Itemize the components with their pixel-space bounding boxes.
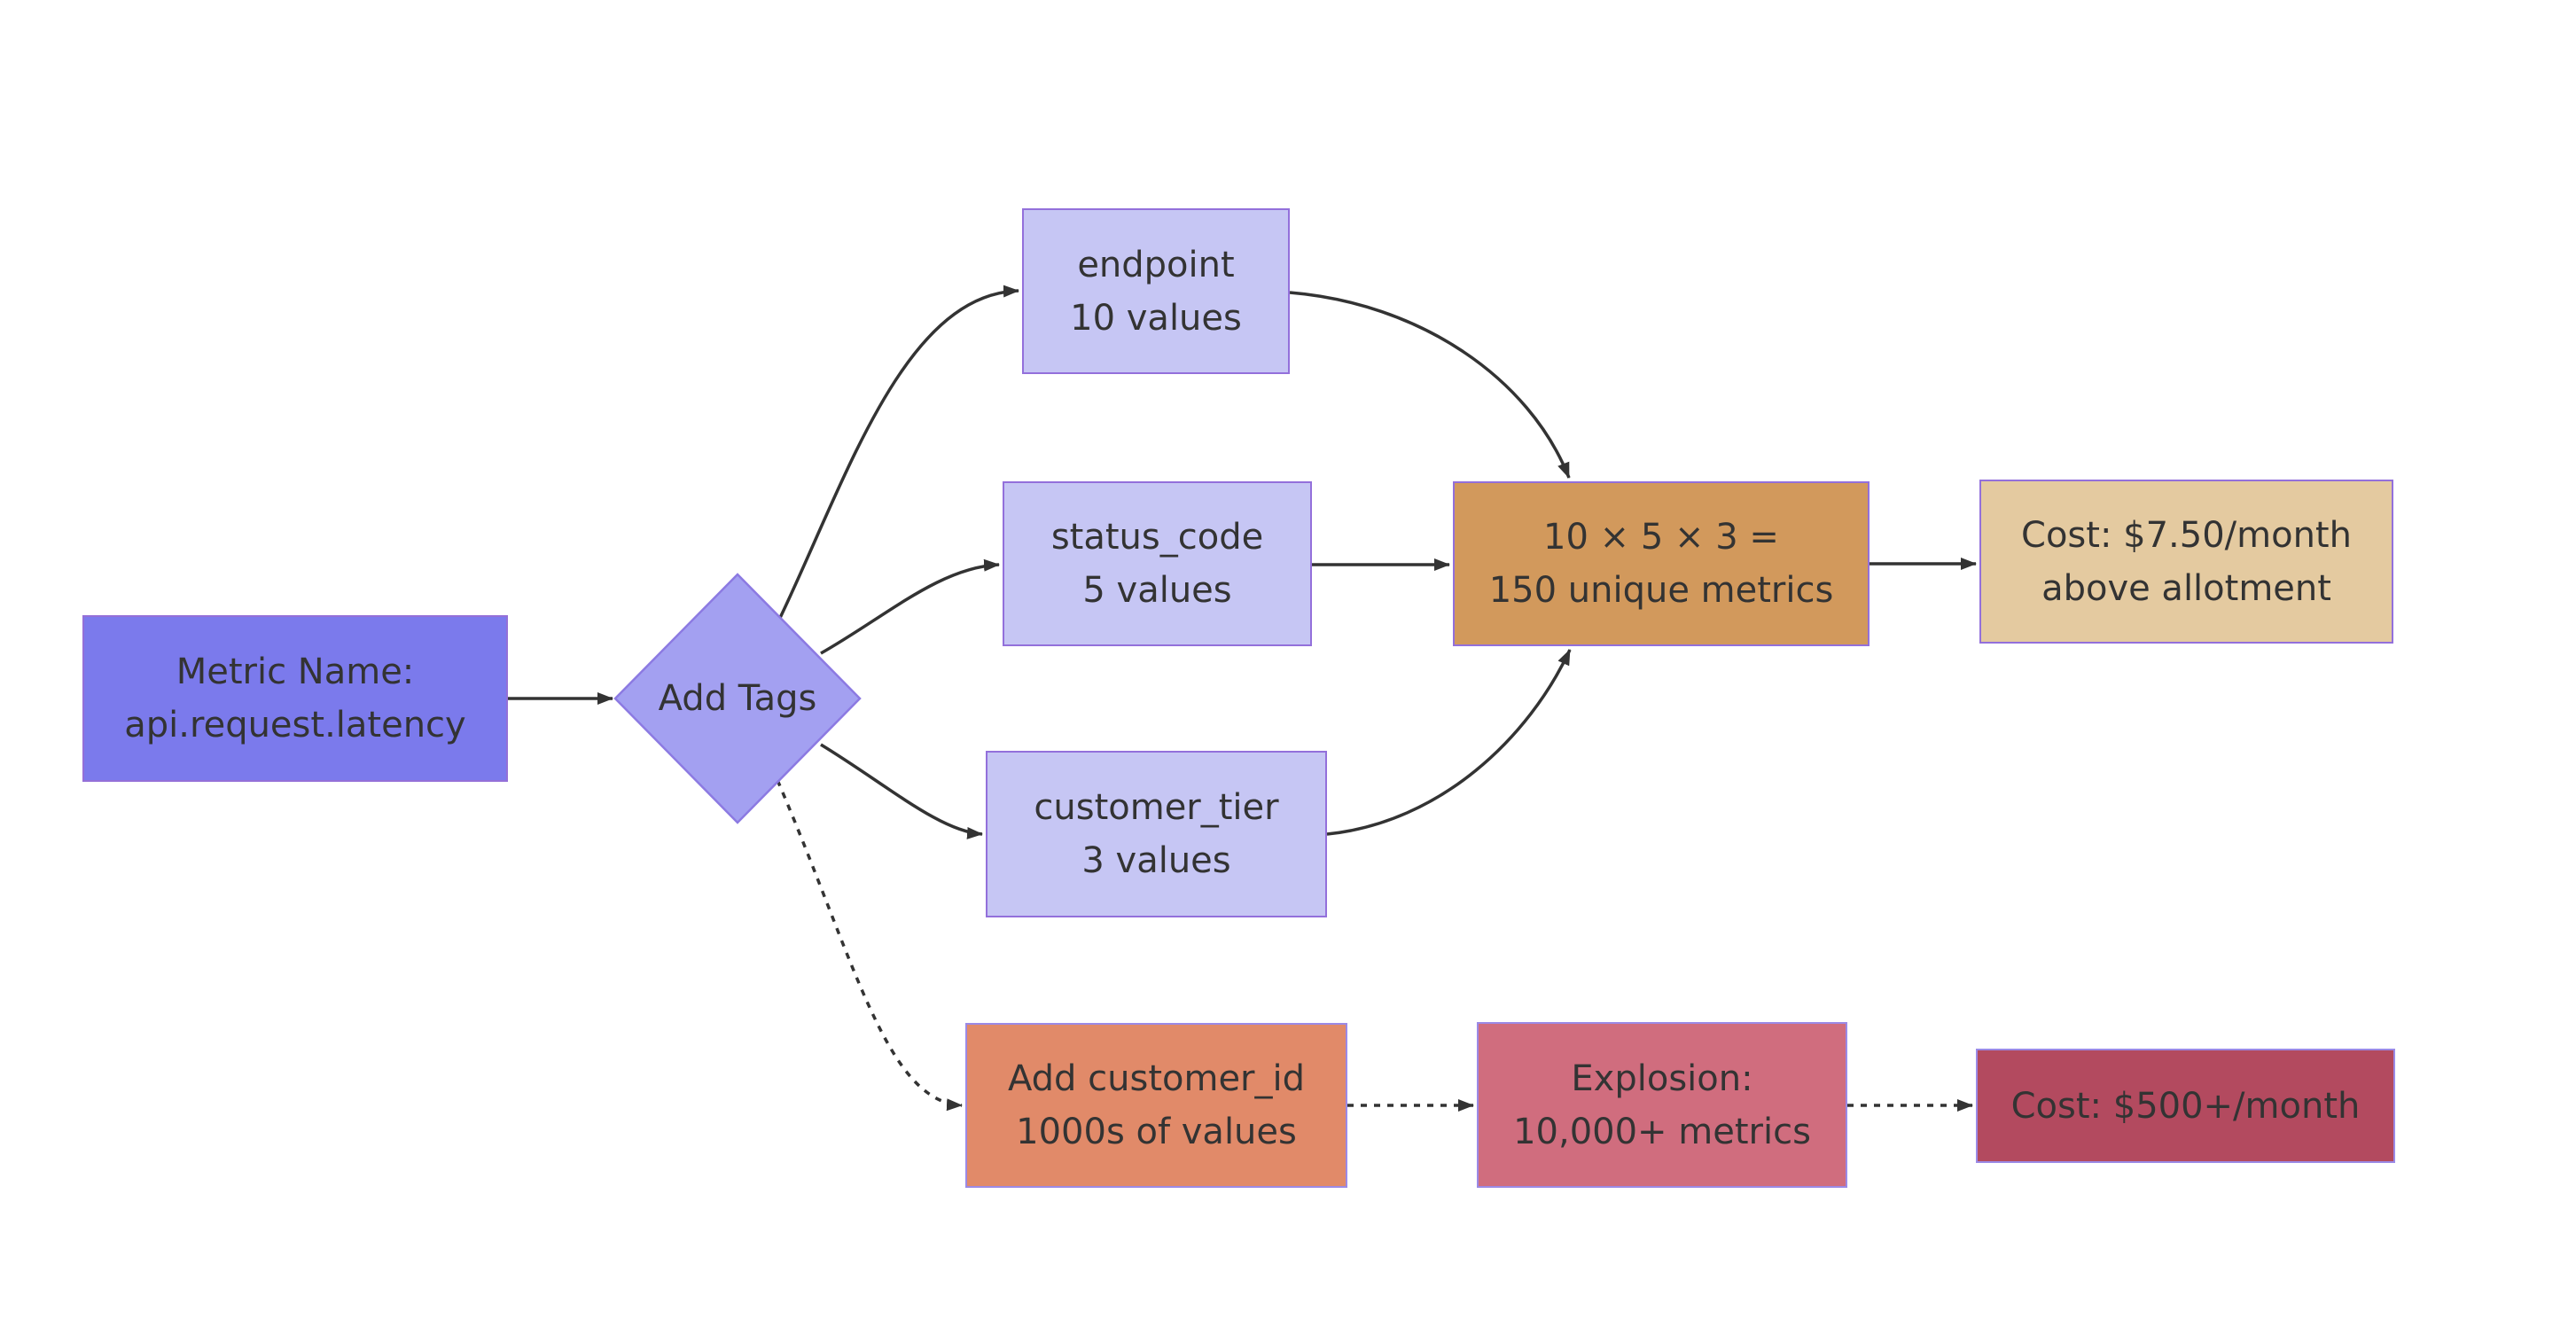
edges-group xyxy=(508,285,1977,1112)
node-cost-bad: Cost: $500+/month xyxy=(1976,1049,2395,1163)
node-multiply-line1: 10 × 5 × 3 = xyxy=(1543,517,1779,558)
node-cost-ok-line2: above allotment xyxy=(2041,567,2331,609)
node-add-customer-id-line1: Add customer_id xyxy=(1007,1058,1306,1099)
node-add-tags-label: Add Tags xyxy=(658,678,817,719)
node-status-code-line2: 5 values xyxy=(1082,570,1232,611)
node-explosion-line1: Explosion: xyxy=(1571,1058,1753,1099)
node-endpoint-line1: endpoint xyxy=(1077,244,1235,285)
node-metric-line2: api.request.latency xyxy=(124,705,466,745)
node-status-code-line1: status_code xyxy=(1050,517,1264,558)
node-cost-bad-line1: Cost: $500+/month xyxy=(2010,1085,2361,1127)
node-explosion-line2: 10,000+ metrics xyxy=(1513,1111,1811,1152)
node-explosion: Explosion: 10,000+ metrics xyxy=(1477,1022,1847,1188)
node-endpoint: endpoint 10 values xyxy=(1022,208,1290,374)
node-multiply-line2: 150 unique metrics xyxy=(1488,570,1834,611)
node-cost-ok: Cost: $7.50/month above allotment xyxy=(1979,480,2393,644)
edge-endpoint-to-multiply xyxy=(1289,291,1571,479)
edge-addtags-to-endpoint xyxy=(778,285,1019,619)
edge-addtags-to-customertier xyxy=(820,743,983,839)
node-endpoint-line2: 10 values xyxy=(1070,297,1242,339)
node-status-code: status_code 5 values xyxy=(1003,481,1312,646)
add-tags-diamond-shape xyxy=(613,573,862,824)
node-metric-line1: Metric Name: xyxy=(176,652,415,692)
node-customer-tier: customer_tier 3 values xyxy=(986,751,1327,917)
edge-customertier-to-multiply xyxy=(1326,649,1572,836)
node-metric-name: Metric Name: api.request.latency xyxy=(82,615,508,782)
node-cost-ok-line1: Cost: $7.50/month xyxy=(2021,514,2352,556)
edge-addtags-to-statuscode xyxy=(820,558,1000,655)
node-multiply-result: 10 × 5 × 3 = 150 unique metrics xyxy=(1453,481,1870,646)
edge-addtags-to-addcustomerid xyxy=(776,779,963,1112)
node-customer-tier-line2: 3 values xyxy=(1081,840,1231,881)
node-add-customer-id-line2: 1000s of values xyxy=(1016,1112,1297,1152)
node-customer-tier-line1: customer_tier xyxy=(1034,787,1279,828)
node-add-customer-id: Add customer_id 1000s of values xyxy=(965,1023,1347,1188)
